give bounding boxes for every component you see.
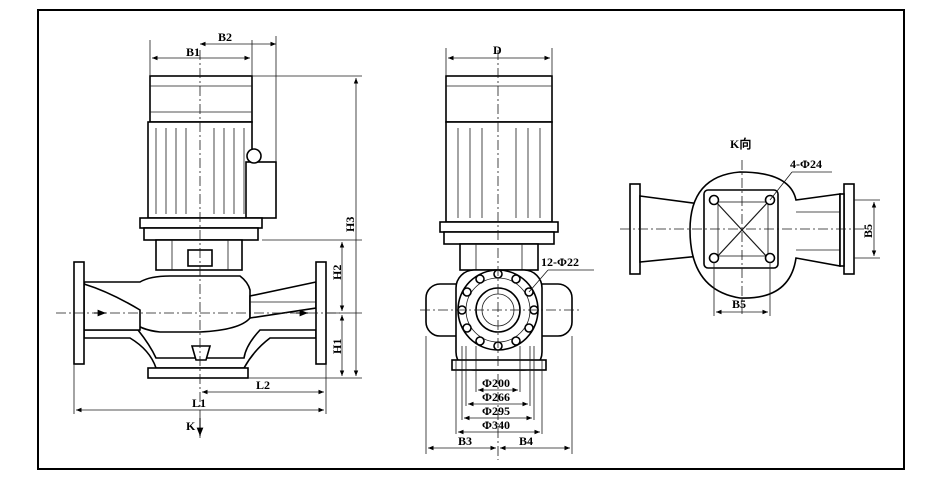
dim-D: D: [493, 43, 502, 57]
front-motor-fan-cover: [445, 75, 553, 123]
front-view: D 12-Φ22 Φ200 Φ266 Φ295 Φ340 B3 B4: [420, 43, 594, 460]
pump-base: [147, 367, 249, 379]
terminal-box: [245, 161, 277, 219]
dim-d266: Φ266: [482, 390, 510, 404]
dim-H2: H2: [330, 265, 344, 280]
dim-B1: B1: [186, 45, 200, 59]
side-view: B2 B1 H3 H2 H1 L2 L1 K: [56, 30, 362, 440]
dim-d200: Φ200: [482, 376, 510, 390]
dim-B4: B4: [519, 434, 533, 448]
dim-H3: H3: [343, 217, 357, 232]
bolt-holes-label: 12-Φ22: [541, 255, 579, 269]
view-K-label: K: [186, 419, 196, 433]
k-view-title: K向: [730, 136, 751, 151]
dim-L1: L1: [192, 396, 206, 410]
dim-H1: H1: [330, 339, 344, 354]
dim-B3: B3: [458, 434, 472, 448]
dim-d295: Φ295: [482, 404, 510, 418]
drawing-frame: [37, 9, 905, 470]
k-bolt-holes-label: 4-Φ24: [790, 157, 822, 171]
lifting-eye: [246, 148, 262, 164]
dim-B2: B2: [218, 30, 232, 44]
motor-fan-cover: [149, 75, 253, 123]
dim-B5-vertical: B5: [861, 224, 875, 238]
dim-L2: L2: [256, 378, 270, 392]
dim-B5-horizontal: B5: [732, 297, 746, 311]
front-motor-body: [445, 121, 553, 223]
dim-d340: Φ340: [482, 418, 510, 432]
k-direction-view: K向 4-Φ24 B5 B5: [620, 136, 880, 316]
